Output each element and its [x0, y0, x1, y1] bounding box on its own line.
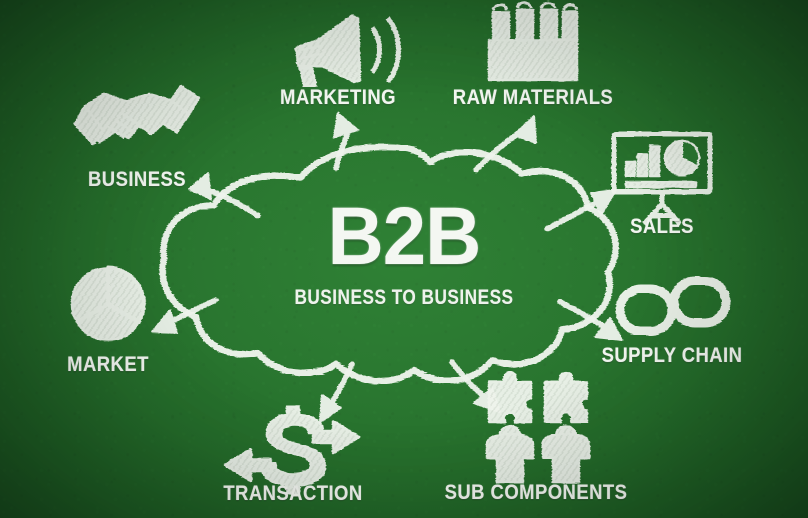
center-subtitle: BUSINESS TO BUSINESS [294, 286, 514, 309]
presentation-chart-icon [611, 131, 713, 226]
arrow-to-business [188, 172, 261, 219]
megaphone-icon [294, 14, 401, 88]
label-market: MARKET [67, 353, 149, 376]
label-marketing: MARKETING [280, 86, 396, 109]
arrow-to-sales [544, 189, 617, 232]
label-raw-materials: RAW MATERIALS [452, 86, 614, 109]
label-sales: SALES [630, 215, 694, 238]
pie-chart-icon [70, 266, 146, 342]
arrow-to-marketing [333, 112, 359, 171]
chain-link-icon [615, 276, 731, 336]
puzzle-people-icon [485, 371, 591, 484]
label-sub-components: SUB COMPONENTS [444, 481, 628, 504]
dollar-arrows-icon [223, 405, 361, 495]
label-supply-chain: SUPPLY CHAIN [601, 344, 743, 367]
label-transaction: TRANSACTION [223, 482, 363, 505]
handshake-icon [73, 84, 201, 146]
arrow-group [151, 112, 623, 423]
arrow-to-supply-chain [557, 299, 623, 341]
arrow-to-market [151, 297, 219, 334]
label-business: BUSINESS [87, 168, 186, 191]
factory-icon [487, 1, 579, 82]
arrow-to-transaction [319, 361, 355, 423]
arrow-to-raw-materials [473, 115, 537, 173]
cloud-outline [159, 143, 619, 385]
center-title: B2B [327, 191, 481, 282]
